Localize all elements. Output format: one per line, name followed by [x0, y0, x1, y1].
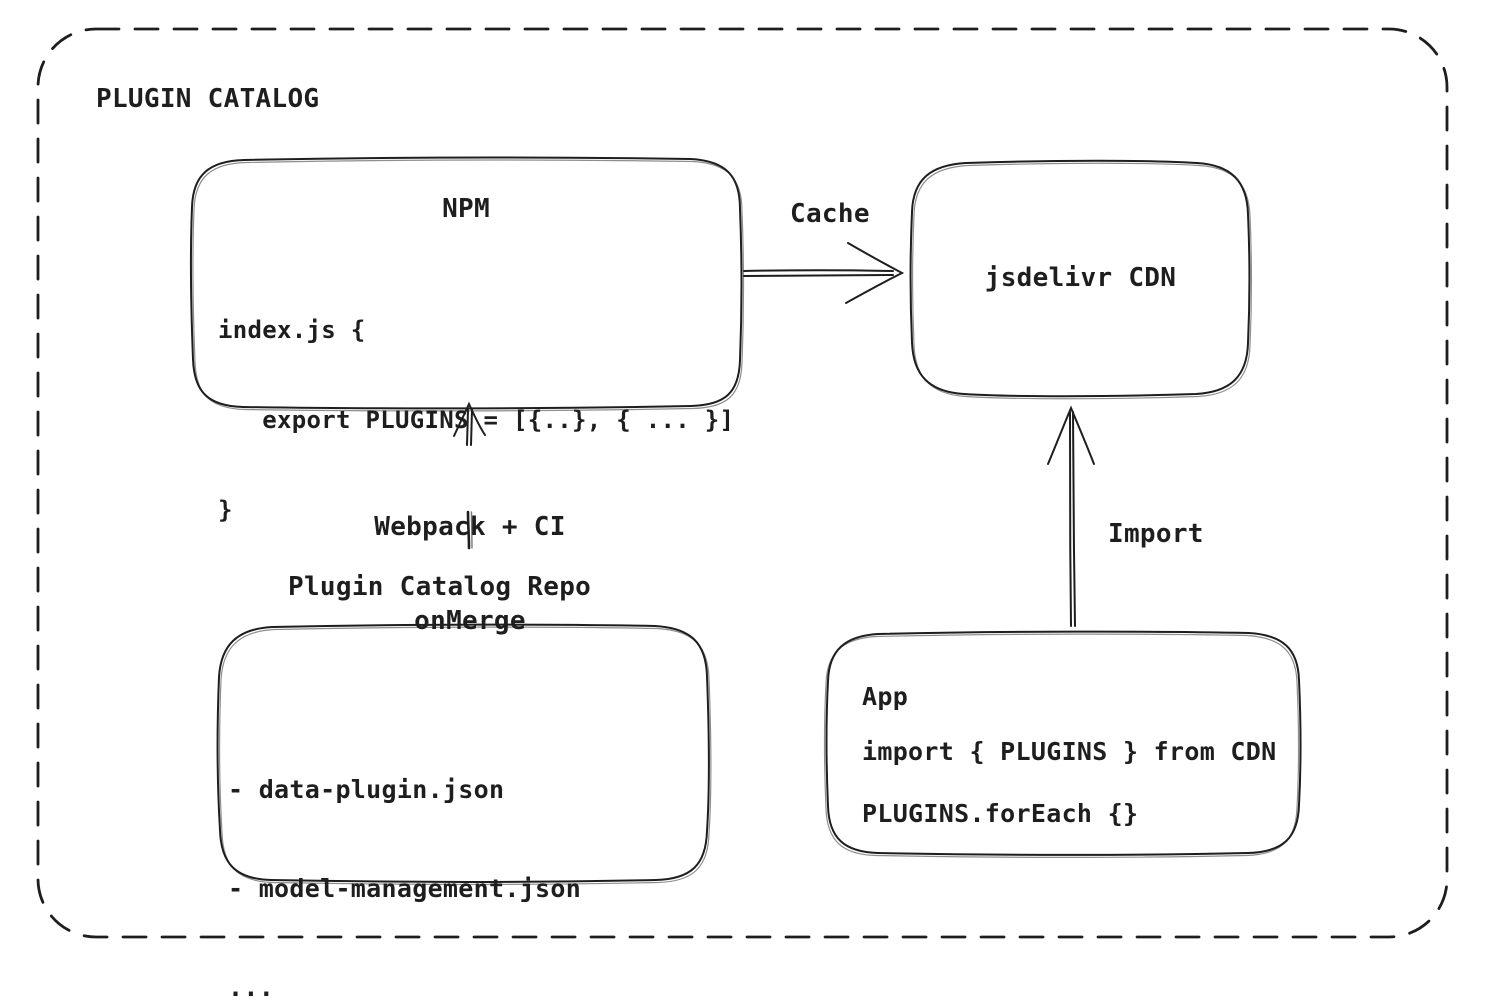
npm-code-block: index.js { export PLUGINS = [{..}, { ...… — [218, 255, 734, 585]
cdn-box-label: jsdelivr CDN — [984, 263, 1177, 293]
import-arrow-head — [1047, 405, 1095, 465]
repo-box-outline-ghost — [219, 626, 712, 885]
npm-code-line-3: } — [218, 496, 233, 524]
cache-arrow — [743, 242, 905, 304]
build-arrow — [453, 401, 486, 446]
import-arrow-label: Import — [1108, 519, 1204, 549]
import-arrow — [1047, 405, 1095, 627]
repo-file-item-2: - model-management.json — [228, 874, 582, 903]
repo-box-title: Plugin Catalog Repo — [288, 572, 592, 602]
npm-code-line-1: index.js { — [218, 316, 366, 344]
npm-box-title: NPM — [442, 194, 490, 224]
npm-box-outline — [189, 156, 743, 410]
build-arrow-head — [453, 401, 486, 437]
build-arrow-label: Webpack + CI onMerge — [320, 450, 620, 700]
build-arrow-label-line-2: onMerge — [414, 605, 526, 636]
catalog-boundary-border — [36, 27, 1449, 939]
repo-file-item-3: ... — [228, 973, 275, 1002]
app-box-title: App — [862, 682, 909, 711]
build-arrow-label-line-1: Webpack + CI — [374, 512, 566, 543]
cache-arrow-head — [845, 242, 905, 304]
app-code-line-1: import { PLUGINS } from CDN — [862, 737, 1277, 766]
repo-file-item-1: - data-plugin.json — [228, 775, 505, 804]
repo-file-list: - data-plugin.json - model-management.js… — [228, 707, 581, 1002]
import-arrow-shaft-2 — [1072, 411, 1076, 627]
page-title: PLUGIN CATALOG — [96, 84, 320, 114]
app-box-outline-ghost — [823, 633, 1300, 858]
build-arrow-shaft — [466, 409, 469, 446]
repo-connector-stroke — [466, 510, 471, 550]
repo-connector-stroke-2 — [470, 511, 473, 549]
cache-arrow-shaft-2 — [743, 274, 894, 277]
cache-arrow-shaft — [743, 269, 894, 272]
repo-connector-line — [466, 510, 473, 550]
cache-arrow-label: Cache — [790, 199, 870, 229]
npm-box-outline-ghost — [192, 159, 745, 412]
repo-box-outline — [216, 623, 710, 883]
app-code-line-2: PLUGINS.forEach {} — [862, 799, 1139, 828]
build-arrow-shaft-2 — [470, 409, 473, 446]
import-arrow-shaft — [1069, 411, 1072, 627]
cdn-box-outline-ghost — [911, 162, 1253, 400]
app-box-outline — [825, 630, 1302, 856]
cdn-box-outline — [909, 159, 1251, 398]
npm-code-line-2: export PLUGINS = [{..}, { ... }] — [218, 406, 735, 434]
